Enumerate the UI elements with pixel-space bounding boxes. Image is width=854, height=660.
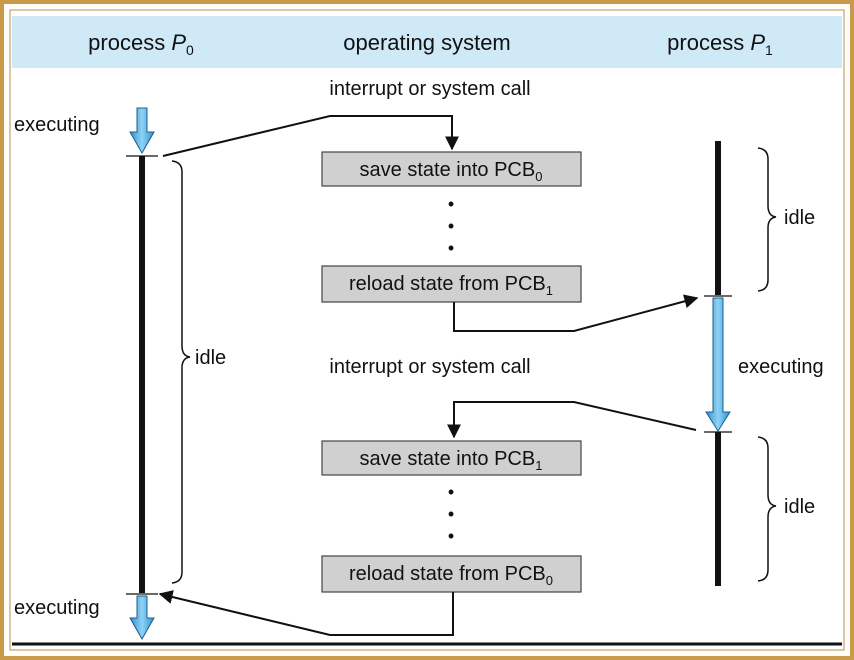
idle-line-p1-top	[715, 141, 721, 295]
box-save-state-pcb1-label: save state into PCB1	[360, 448, 543, 473]
executing-arrow-p1	[705, 297, 731, 432]
ellipsis-dot-2: •	[448, 216, 454, 236]
idle-line-p0	[139, 156, 145, 593]
connector-p1-to-os-save-pcb1	[447, 401, 697, 439]
executing-arrow-p0-bottom	[129, 595, 155, 641]
idle-line-p1-bottom	[715, 432, 721, 586]
ellipsis-dot-4: •	[448, 482, 454, 502]
connector-p0-to-os-save-pcb0	[162, 115, 459, 157]
box-save-state-pcb1	[321, 440, 582, 476]
ellipsis-dot-3: •	[448, 238, 454, 258]
box-reload-state-pcb1-label: reload state from PCB1	[349, 273, 553, 298]
header-band	[12, 16, 842, 68]
ellipsis-dot-5: •	[448, 504, 454, 524]
ellipsis-dot-6: •	[448, 526, 454, 546]
connector-os-to-p1	[453, 294, 699, 332]
label-interrupt-mid: interrupt or system call	[329, 356, 530, 378]
label-executing-p0-top: executing	[14, 114, 100, 136]
label-executing-p1: executing	[738, 356, 824, 378]
label-idle-p1-top: idle	[784, 207, 815, 229]
label-idle-p1-bottom: idle	[784, 496, 815, 518]
box-save-state-pcb0-label: save state into PCB0	[360, 159, 543, 184]
header-process-p0: process P0	[88, 30, 194, 58]
connector-os-to-p0	[158, 590, 454, 636]
header-operating-system: operating system	[343, 30, 511, 55]
idle-brace-p0	[171, 160, 191, 584]
idle-brace-p1-bottom	[757, 436, 777, 582]
executing-arrow-p0-top	[129, 107, 155, 155]
label-idle-p0: idle	[195, 347, 226, 369]
idle-brace-p1-top	[757, 147, 777, 292]
box-reload-state-pcb1	[321, 265, 582, 303]
label-executing-p0-bottom: executing	[14, 597, 100, 619]
ellipsis-dot-1: •	[448, 194, 454, 214]
box-reload-state-pcb0	[321, 555, 582, 593]
label-interrupt-top: interrupt or system call	[329, 78, 530, 100]
box-save-state-pcb0	[321, 151, 582, 187]
header-process-p1: process P1	[667, 30, 773, 58]
box-reload-state-pcb0-label: reload state from PCB0	[349, 563, 553, 588]
